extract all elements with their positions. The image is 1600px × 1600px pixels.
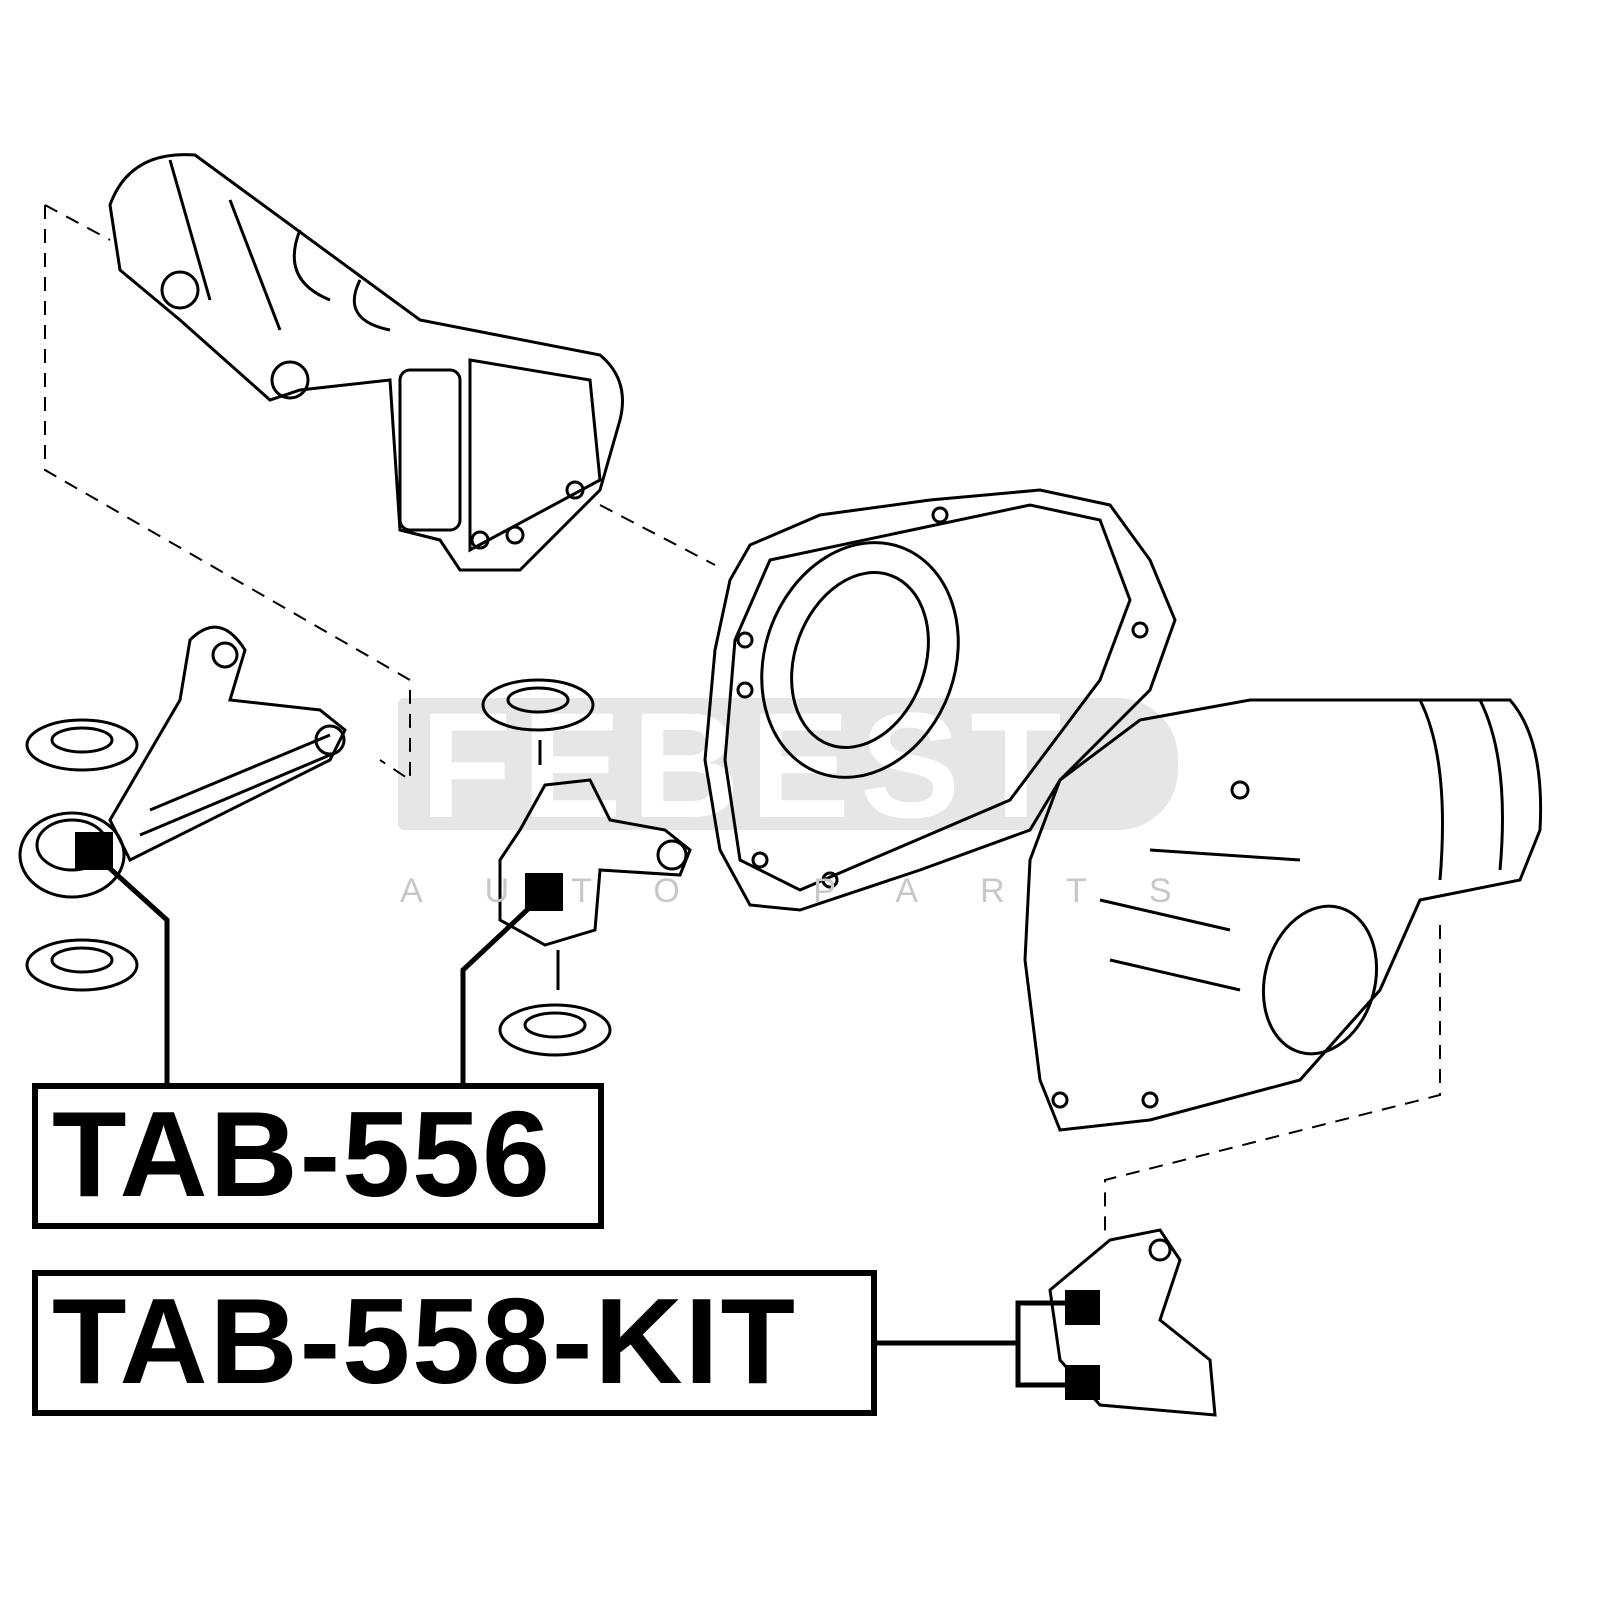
middle-bushing — [481, 678, 692, 1057]
differential-housing — [1023, 698, 1543, 1132]
differential-cover — [703, 488, 1177, 912]
part-label-tab-558-kit: TAB-558-KIT — [32, 1270, 877, 1416]
assembly-dashed-lines — [44, 204, 1441, 1240]
watermark-subtitle: AUTO PARTS — [400, 872, 1234, 910]
mount-arm-bracket — [108, 625, 347, 863]
driveshaft-assembly — [108, 153, 624, 572]
callout-markers — [75, 832, 1100, 1400]
part-label-tab-556: TAB-556 — [32, 1083, 604, 1229]
